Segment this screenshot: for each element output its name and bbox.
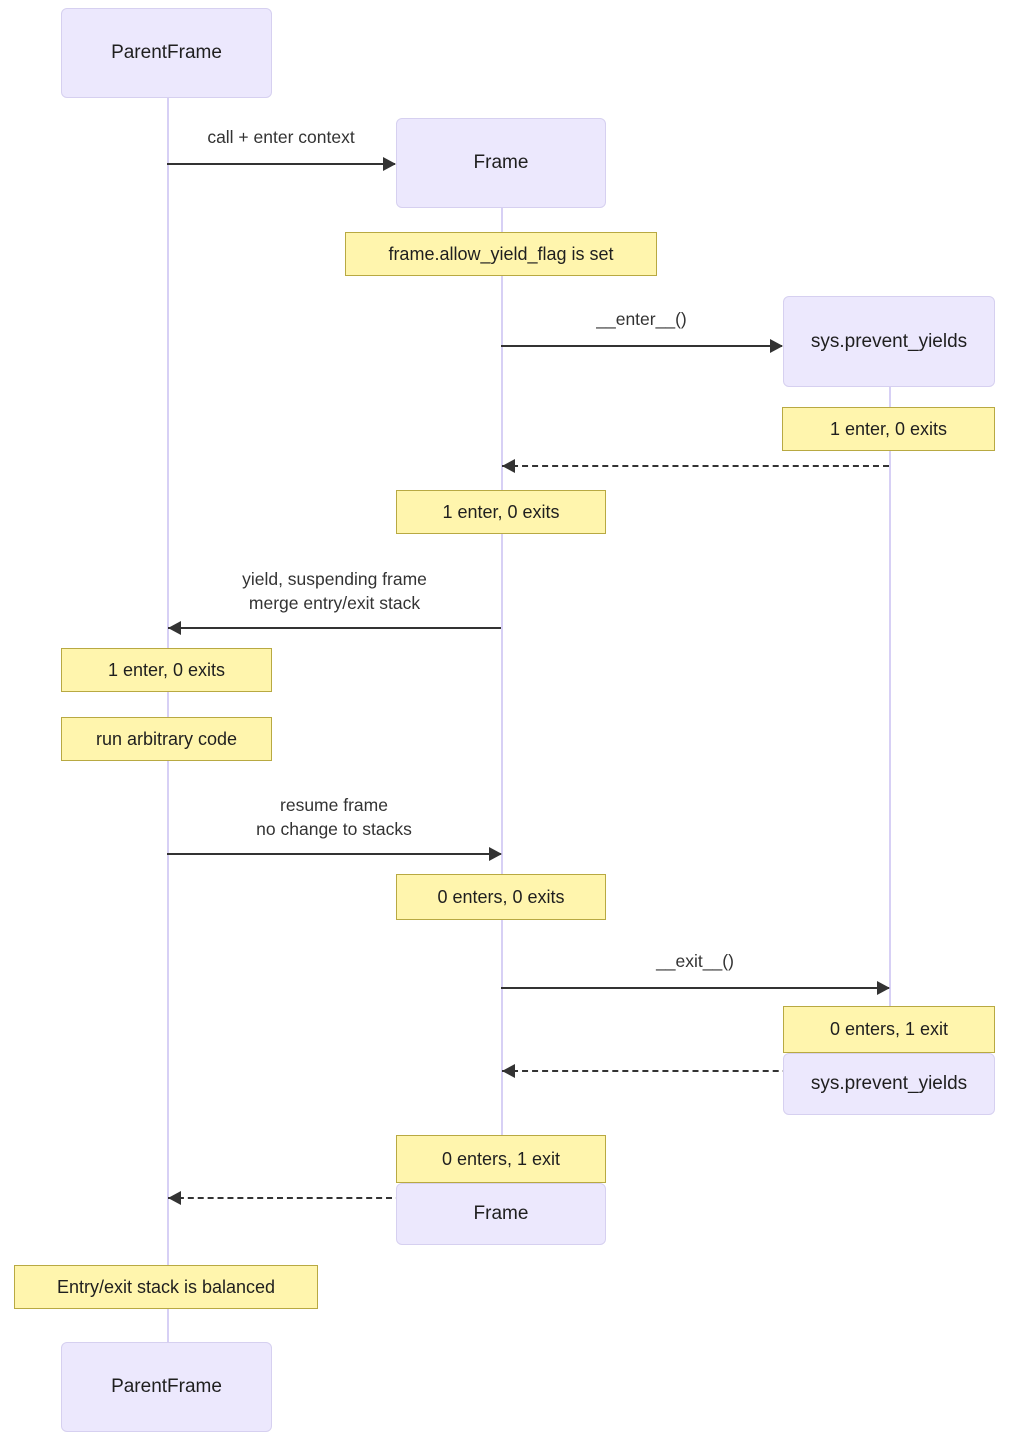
message-enter-call-arrowhead-icon — [770, 339, 783, 353]
lifeline-frame — [501, 208, 503, 1183]
note-frame-0-enters-0-exits-label: 0 enters, 0 exits — [437, 886, 565, 907]
message-enter-call-label: __enter__() — [596, 309, 687, 329]
note-allow-yield-flag-label: frame.allow_yield_flag is set — [388, 243, 614, 264]
message-exit-call-label: __exit__() — [656, 951, 734, 971]
actor-sys-top-label: sys.prevent_yields — [810, 330, 968, 352]
message-yield-suspending-frame-arrowhead-icon — [168, 621, 181, 635]
note-frame-1-enter-0-exits-label: 1 enter, 0 exits — [442, 501, 560, 522]
actor-frame-bottom[interactable]: Frame — [396, 1183, 606, 1245]
note-allow-yield-flag: frame.allow_yield_flag is set — [345, 232, 657, 276]
note-frame-0-enters-1-exit: 0 enters, 1 exit — [396, 1135, 606, 1183]
message-exit-call-line — [501, 987, 889, 989]
actor-frame-top-label: Frame — [473, 152, 529, 173]
actor-parentframe-bottom[interactable]: ParentFrame — [61, 1342, 272, 1432]
message-enter-return-arrowhead-icon — [502, 459, 515, 473]
note-frame-0-enters-0-exits: 0 enters, 0 exits — [396, 874, 606, 920]
note-parent-1-enter-0-exits-label: 1 enter, 0 exits — [107, 659, 226, 680]
note-sys-1-enter-0-exits-label: 1 enter, 0 exits — [829, 418, 948, 439]
actor-frame-bottom-label: Frame — [473, 1203, 529, 1224]
message-exit-call-arrowhead-icon — [877, 981, 890, 995]
note-run-arbitrary-code-label: run arbitrary code — [95, 728, 238, 749]
note-frame-0-enters-1-exit-label: 0 enters, 1 exit — [441, 1148, 561, 1169]
actor-sys-bottom-label: sys.prevent_yields — [810, 1073, 968, 1094]
actor-sys-top[interactable]: sys.prevent_yields — [783, 296, 995, 387]
message-call-enter-context-label: call + enter context — [207, 127, 355, 147]
note-sys-1-enter-0-exits: 1 enter, 0 exits — [782, 407, 995, 451]
message-frame-return-parent-line — [168, 1197, 501, 1199]
message-resume-frame-line — [167, 853, 501, 855]
message-enter-return-line — [502, 465, 889, 467]
note-entry-exit-balanced-label: Entry/exit stack is balanced — [56, 1276, 276, 1297]
message-exit-return-line — [502, 1070, 889, 1072]
actor-parentframe-top[interactable]: ParentFrame — [61, 8, 272, 98]
actor-frame-top[interactable]: Frame — [396, 118, 606, 208]
note-entry-exit-balanced: Entry/exit stack is balanced — [14, 1265, 318, 1309]
note-frame-1-enter-0-exits: 1 enter, 0 exits — [396, 490, 606, 534]
message-enter-call-line — [501, 345, 782, 347]
actor-parentframe-bottom-label: ParentFrame — [111, 1376, 222, 1397]
note-run-arbitrary-code: run arbitrary code — [61, 717, 272, 761]
lifeline-sys — [889, 387, 891, 1053]
message-resume-frame-label: resume frame no change to stacks — [256, 795, 412, 839]
note-sys-0-enters-1-exit-label: 0 enters, 1 exit — [829, 1019, 949, 1039]
message-frame-return-parent-arrowhead-icon — [168, 1191, 181, 1205]
message-yield-suspending-frame-line — [168, 627, 501, 629]
actor-parentframe-top-label: ParentFrame — [111, 42, 222, 63]
message-call-enter-context-line — [167, 163, 395, 165]
message-call-enter-context-arrowhead-icon — [383, 157, 396, 171]
note-sys-0-enters-1-exit: 0 enters, 1 exit — [783, 1006, 995, 1053]
message-exit-return-arrowhead-icon — [502, 1064, 515, 1078]
message-yield-suspending-frame-label: yield, suspending frame merge entry/exit… — [242, 569, 427, 613]
message-resume-frame-arrowhead-icon — [489, 847, 502, 861]
note-parent-1-enter-0-exits: 1 enter, 0 exits — [61, 648, 272, 692]
actor-sys-bottom[interactable]: sys.prevent_yields — [783, 1053, 995, 1115]
